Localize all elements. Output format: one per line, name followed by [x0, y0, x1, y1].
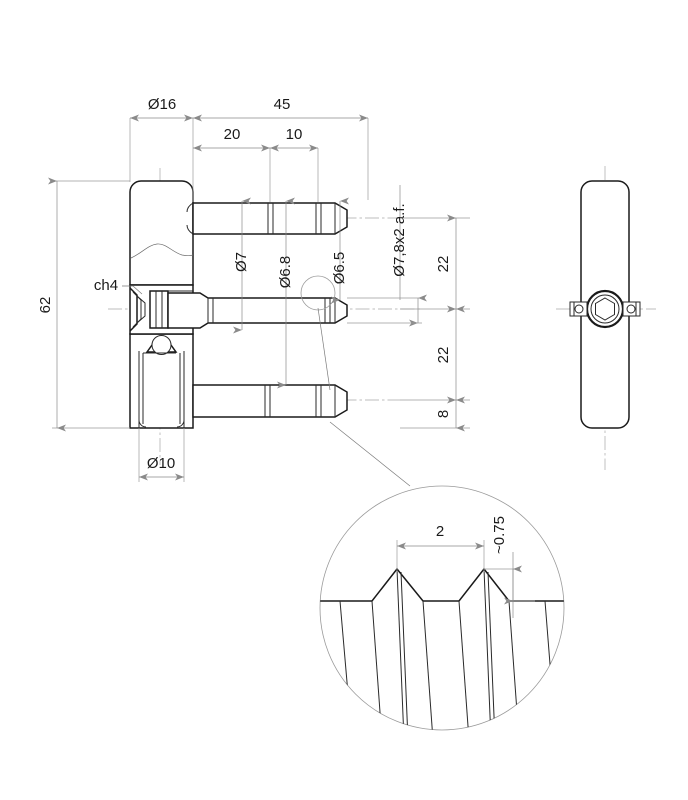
- dim-spacing-22-upper: 22: [435, 214, 465, 313]
- side-view: [556, 166, 656, 470]
- dim-diameter-6-8: Ø6.8: [277, 197, 295, 389]
- dim-across-flats: Ø7,8x2 a.f.: [347, 185, 427, 327]
- dim-diameter-6-5: Ø6.5: [331, 197, 349, 304]
- dim-label-length-10: 10: [286, 126, 303, 143]
- dim-length-45: 45: [193, 96, 368, 122]
- front-section-view: Ø16 45 20 10 Ø7: [37, 96, 470, 487]
- dim-label-chamfer: ch4: [94, 277, 118, 294]
- hinge-body: [129, 180, 194, 429]
- callout-chamfer-ch4: ch4: [94, 277, 143, 295]
- dim-label-thread-depth: ~0.75: [491, 516, 508, 554]
- dim-label-22-lower: 22: [435, 347, 452, 364]
- dim-diameter-10: Ø10: [139, 455, 184, 481]
- dim-thread-pitch: 2: [396, 523, 485, 572]
- dimension-group-bottom: Ø10: [138, 428, 185, 482]
- dim-label-across-flats: Ø7,8x2 a.f.: [391, 203, 408, 276]
- pin-upper: [186, 202, 348, 235]
- dim-length-20: 20: [193, 126, 270, 152]
- dim-label-offset-8: 8: [435, 410, 452, 418]
- dim-spacing-22-lower: 22: [435, 305, 465, 404]
- dim-height-62: 62: [37, 177, 66, 432]
- dim-diameter-7: Ø7: [233, 197, 251, 334]
- detail-leader-lines: [317, 307, 411, 487]
- dim-label-22-upper: 22: [435, 256, 452, 273]
- dim-offset-8: 8: [435, 396, 465, 432]
- detail-view-boundary: [319, 485, 565, 731]
- dim-label-diameter-7: Ø7: [233, 252, 250, 272]
- dim-diameter-16: Ø16: [130, 96, 193, 122]
- dim-label-height-62: 62: [37, 297, 54, 314]
- dim-label-length-20: 20: [224, 126, 241, 143]
- dimension-group-left: 62: [37, 177, 130, 432]
- dim-label-diameter-16: Ø16: [148, 96, 176, 113]
- dimension-group-top: Ø16 45 20 10: [129, 96, 369, 202]
- dimension-group-right: 22 22 8: [400, 214, 470, 432]
- dim-length-10: 10: [270, 126, 318, 152]
- dim-label-diameter-6-5: Ø6.5: [331, 252, 348, 285]
- hex-socket-icon: [595, 297, 615, 321]
- pin-lower: [192, 384, 348, 418]
- side-view-tabs: [569, 301, 641, 317]
- dim-label-diameter-6-8: Ø6.8: [277, 256, 294, 289]
- dim-label-diameter-10: Ø10: [147, 455, 175, 472]
- dim-thread-depth: ~0.75: [484, 516, 535, 618]
- dim-label-length-45: 45: [274, 96, 291, 113]
- pin-middle: [167, 275, 348, 329]
- dimension-group-diameters: Ø7 Ø6.8 Ø6.5 Ø7,8x2 a.f.: [233, 185, 427, 389]
- dim-label-thread-pitch: 2: [436, 523, 444, 540]
